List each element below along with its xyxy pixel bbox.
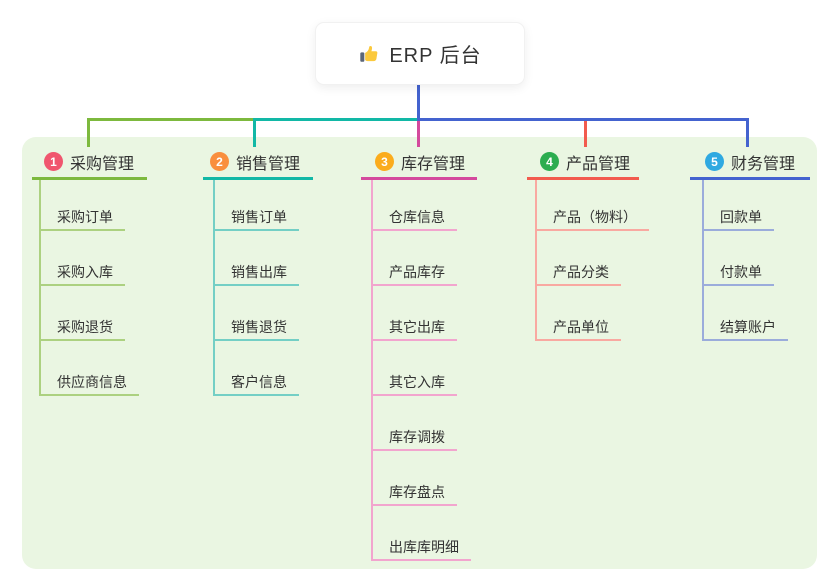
branch-children-connector — [702, 180, 704, 341]
connector-branch-1-drop — [87, 118, 90, 147]
branch-node-finance[interactable]: 5 财务管理 — [690, 146, 810, 180]
root-node[interactable]: ERP 后台 — [315, 22, 525, 85]
branch-inventory: 3 库存管理 仓库信息 产品库存 其它出库 其它入库 库存调拨 库存盘点 出库库… — [361, 146, 477, 561]
branch-node-sales[interactable]: 2 销售管理 — [203, 146, 313, 180]
connector-bus-segment-3 — [417, 118, 749, 121]
child-node[interactable]: 采购退货 — [39, 319, 125, 341]
branch-title: 采购管理 — [70, 155, 135, 173]
branch-number-badge: 2 — [210, 152, 229, 171]
child-node[interactable]: 产品分类 — [535, 264, 621, 286]
branch-children-connector — [535, 180, 537, 341]
branch-node-inventory[interactable]: 3 库存管理 — [361, 146, 477, 180]
branch-title: 库存管理 — [401, 155, 466, 173]
branches-panel — [22, 137, 817, 569]
branch-children-connector — [213, 180, 215, 396]
child-node[interactable]: 库存盘点 — [371, 484, 457, 506]
connector-branch-5-drop — [746, 118, 749, 147]
child-node[interactable]: 产品（物料） — [535, 209, 649, 231]
branch-node-product[interactable]: 4 产品管理 — [527, 146, 639, 180]
child-node[interactable]: 客户信息 — [213, 374, 299, 396]
child-node[interactable]: 供应商信息 — [39, 374, 139, 396]
child-node[interactable]: 付款单 — [702, 264, 774, 286]
branch-sales: 2 销售管理 销售订单 销售出库 销售退货 客户信息 — [203, 146, 313, 396]
thumbs-up-icon — [358, 43, 380, 65]
child-node[interactable]: 库存调拨 — [371, 429, 457, 451]
branch-product: 4 产品管理 产品（物料） 产品分类 产品单位 — [527, 146, 649, 341]
branch-title: 产品管理 — [566, 155, 631, 173]
branch-children-connector — [39, 180, 41, 396]
branch-number-badge: 3 — [375, 152, 394, 171]
child-node[interactable]: 采购入库 — [39, 264, 125, 286]
branch-number-badge: 4 — [540, 152, 559, 171]
child-node[interactable]: 结算账户 — [702, 319, 788, 341]
child-node[interactable]: 产品单位 — [535, 319, 621, 341]
child-node[interactable]: 其它出库 — [371, 319, 457, 341]
connector-bus-segment-2 — [253, 118, 417, 121]
child-node[interactable]: 出库库明细 — [371, 539, 471, 561]
branch-number-badge: 1 — [44, 152, 63, 171]
child-node[interactable]: 销售退货 — [213, 319, 299, 341]
child-node[interactable]: 采购订单 — [39, 209, 125, 231]
child-node[interactable]: 仓库信息 — [371, 209, 457, 231]
root-node-label: ERP 后台 — [389, 45, 482, 67]
child-node[interactable]: 回款单 — [702, 209, 774, 231]
connector-branch-4-drop — [584, 121, 587, 147]
branch-node-purchase[interactable]: 1 采购管理 — [32, 146, 147, 180]
child-node[interactable]: 产品库存 — [371, 264, 457, 286]
child-node[interactable]: 其它入库 — [371, 374, 457, 396]
branch-number-badge: 5 — [705, 152, 724, 171]
child-node[interactable]: 销售出库 — [213, 264, 299, 286]
branch-title: 财务管理 — [731, 155, 796, 173]
connector-bus-segment-1 — [87, 118, 253, 121]
child-node[interactable]: 销售订单 — [213, 209, 299, 231]
branch-children-connector — [371, 180, 373, 560]
connector-branch-3-drop — [417, 121, 420, 147]
branch-title: 销售管理 — [236, 155, 301, 173]
branch-finance: 5 财务管理 回款单 付款单 结算账户 — [690, 146, 810, 341]
connector-root-line — [417, 84, 420, 121]
branch-purchase: 1 采购管理 采购订单 采购入库 采购退货 供应商信息 — [32, 146, 147, 396]
connector-branch-2-drop — [253, 118, 256, 147]
